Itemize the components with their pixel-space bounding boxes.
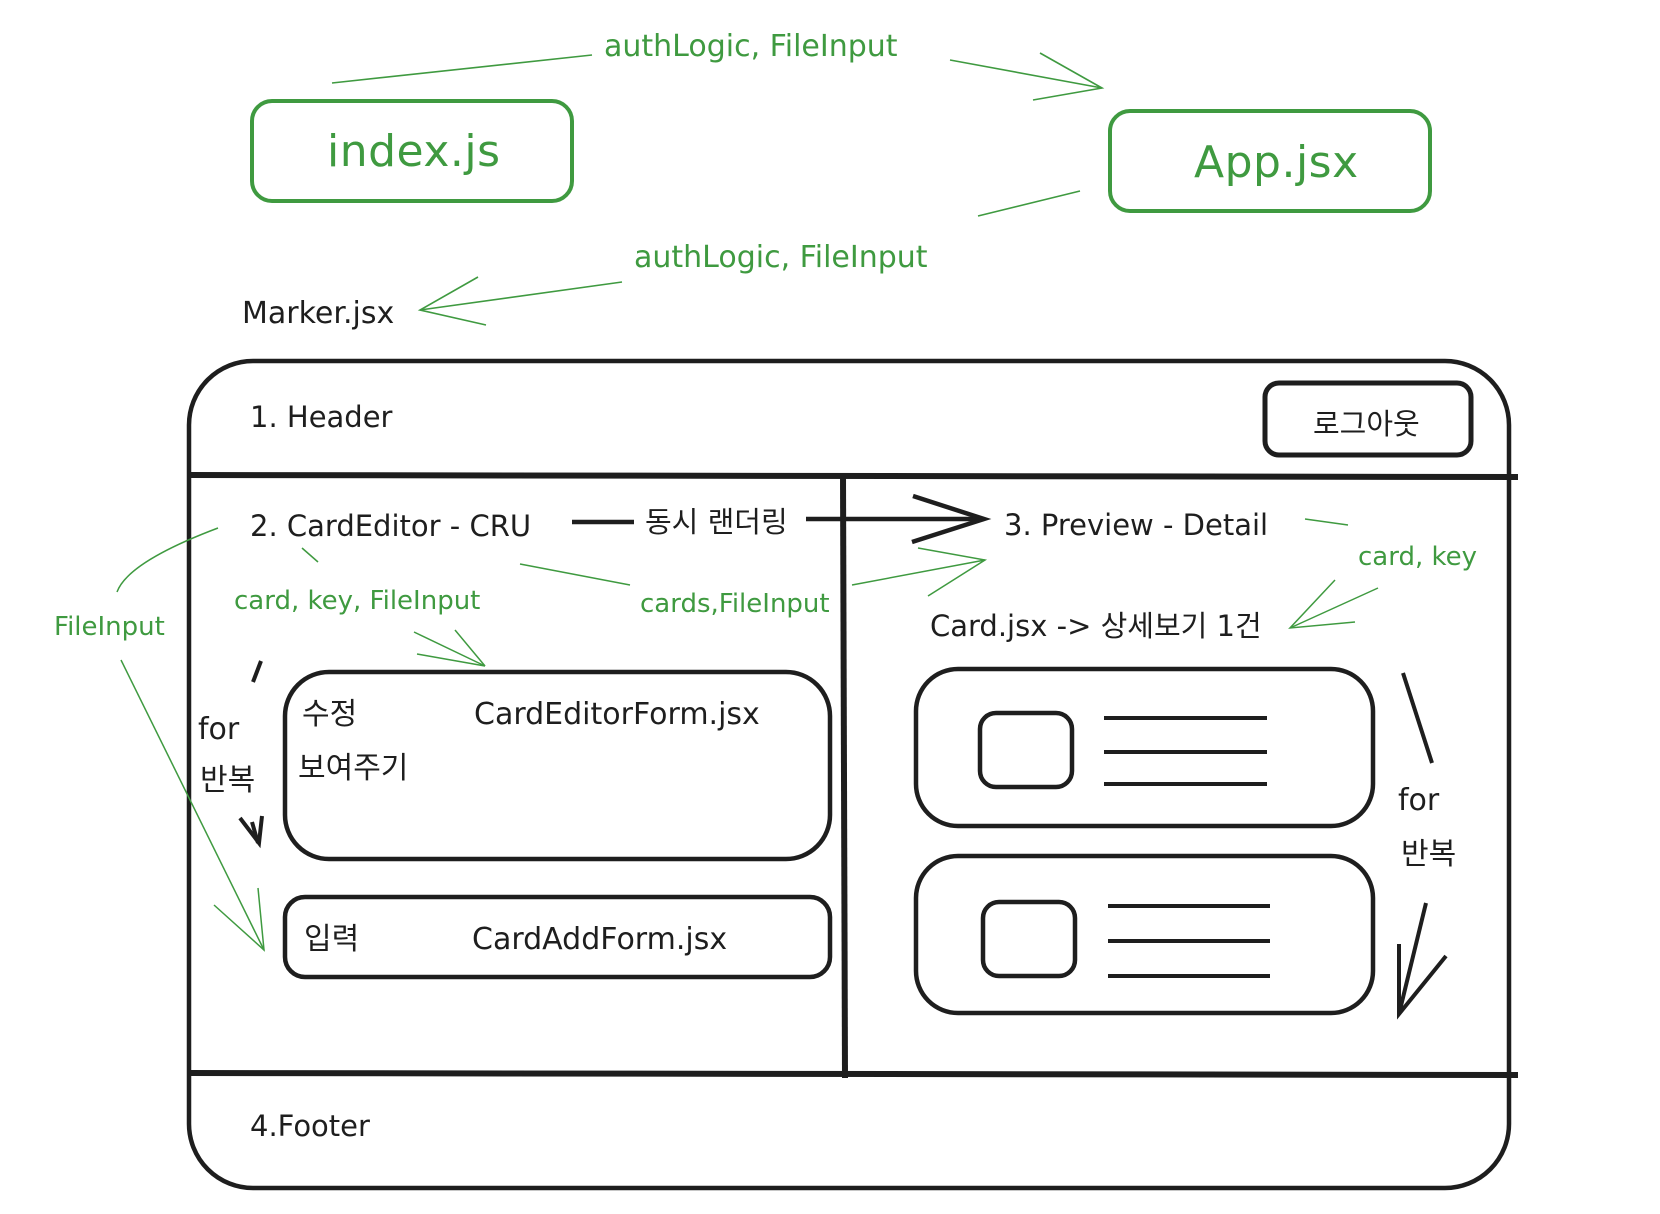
editor-title: 2. CardEditor - CRU <box>250 509 532 543</box>
editor-form-edit-label: 수정 <box>302 697 358 732</box>
maker-file-label: Marker.jsx <box>242 296 395 331</box>
footer-divider <box>188 1070 1519 1078</box>
preview-loop-repeat: 반복 <box>1401 837 1457 872</box>
edge-label-cards-fileinput: cards,FileInput <box>640 589 830 619</box>
edge-label-side-fileinput: FileInput <box>54 612 165 642</box>
arrow-icon <box>519 547 988 597</box>
add-form-file-label: CardAddForm.jsx <box>472 922 728 957</box>
header-divider <box>188 472 1519 480</box>
edge-label-to-app: authLogic, FileInput <box>604 29 898 64</box>
arrow-icon <box>417 190 1081 326</box>
card-text-lines-icon <box>1104 716 1267 786</box>
app-file-label: App.jsx <box>1194 137 1359 188</box>
app-file-box <box>1108 109 1432 213</box>
editor-form-file-label: CardEditorForm.jsx <box>474 697 760 732</box>
add-form-input-label: 입력 <box>304 922 360 957</box>
footer-title: 4.Footer <box>250 1109 370 1143</box>
edge-label-to-maker: authLogic, FileInput <box>634 240 928 275</box>
add-form-box <box>282 894 833 980</box>
index-file-box <box>250 99 574 203</box>
preview-card-box <box>913 853 1376 1016</box>
column-divider <box>840 474 848 1079</box>
arrow-icon <box>331 52 1105 101</box>
edge-label-card-key: card, key <box>1358 542 1478 572</box>
preview-title: 3. Preview - Detail <box>1004 508 1269 542</box>
sync-render-label: 동시 랜더링 <box>645 505 788 539</box>
arrow-icon <box>301 547 486 667</box>
arrow-icon <box>238 660 264 849</box>
editor-form-box <box>282 669 833 862</box>
edge-label-card-key-fileinput: card, key, FileInput <box>234 586 481 616</box>
logout-button-shape <box>1262 380 1474 458</box>
card-thumbnail-icon <box>980 899 1078 979</box>
arrow-icon <box>1397 672 1448 1020</box>
arrow-icon <box>116 527 265 952</box>
logout-button[interactable]: 로그아웃 <box>1313 407 1420 441</box>
card-thumbnail-icon <box>977 710 1075 790</box>
index-file-label: index.js <box>327 126 501 177</box>
app-frame <box>186 358 1512 1191</box>
arrow-icon <box>572 493 992 545</box>
header-title: 1. Header <box>250 400 393 434</box>
card-text-lines-icon <box>1108 904 1270 978</box>
editor-loop-for: for <box>198 712 240 747</box>
preview-loop-for: for <box>1398 783 1440 818</box>
preview-card-box <box>913 666 1376 829</box>
arrow-icon <box>1288 518 1379 629</box>
editor-loop-repeat: 반복 <box>200 763 256 798</box>
editor-form-show-label: 보여주기 <box>298 751 409 786</box>
card-caption: Card.jsx -> 상세보기 1건 <box>930 609 1262 643</box>
